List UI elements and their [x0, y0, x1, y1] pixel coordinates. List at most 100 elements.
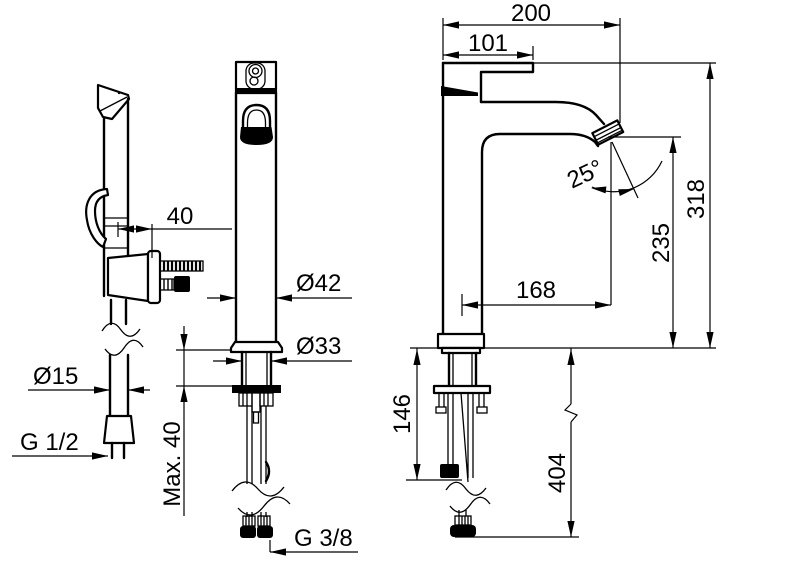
neck-front-inner [245, 352, 268, 385]
dim-diameter-15: Ø15 [28, 363, 150, 394]
arrowhead [271, 357, 287, 365]
front-view [229, 60, 291, 538]
hose-cone-connector [102, 414, 136, 445]
arrowhead [706, 332, 714, 348]
aerator-cup [240, 127, 273, 145]
dimension-label-g12: G 1/2 [20, 429, 79, 456]
hand-shower-view [85, 83, 204, 460]
aerator-side [591, 119, 625, 146]
dimension-label-318: 318 [683, 179, 710, 219]
hose-break-side [445, 481, 491, 513]
leader-g38: G 3/8 [269, 525, 358, 556]
bracket-stud-lower [159, 276, 190, 292]
hose-clip [264, 460, 271, 483]
arrowhead [118, 225, 134, 233]
neck-front [240, 350, 273, 387]
supply-hoses-front [246, 406, 267, 484]
washer-side [440, 346, 482, 355]
clamp-left [238, 392, 253, 407]
rod-holder [251, 392, 261, 413]
spout-underside [480, 132, 600, 336]
dim-404: 404 [455, 348, 579, 538]
threaded-rod-side [447, 392, 474, 483]
base-flange-front [229, 340, 284, 354]
mounting-nut [440, 464, 459, 478]
neck-side [447, 351, 478, 388]
wall-bracket-flange [146, 249, 162, 305]
dimension-label-max40: Max. 40 [159, 421, 186, 506]
threaded-rod-front [252, 411, 260, 424]
mounting-plate-front [232, 385, 281, 393]
arrowhead [226, 357, 242, 365]
dimensions: 200 101 318 235 168 [12, 0, 716, 556]
mounting-stud-left [435, 393, 447, 414]
dimension-label-200: 200 [511, 0, 551, 27]
arrowhead [669, 137, 677, 153]
dimension-label-40: 40 [167, 203, 194, 230]
arrowhead [517, 51, 533, 59]
leader-g12: G 1/2 [12, 429, 108, 460]
arrowhead [604, 21, 620, 29]
arrowhead [706, 63, 714, 79]
front-body [234, 91, 278, 344]
dim-146: 146 [389, 348, 462, 481]
spout-arch-inner [246, 109, 267, 133]
g38-connector-right [257, 515, 273, 538]
bracket-stud-upper [159, 260, 204, 272]
arrowhead [567, 349, 575, 365]
g38-connector-left [240, 515, 256, 538]
arrowhead [94, 386, 110, 394]
dim-40-bracket: 40 [117, 203, 232, 258]
dimension-label-101: 101 [468, 30, 508, 57]
dim-235: 235 [608, 136, 681, 348]
arrowhead [128, 386, 144, 394]
dim-168: 168 [461, 142, 612, 316]
dimension-label-d42: Ø42 [296, 270, 341, 297]
shower-head-face-line [99, 96, 128, 112]
shower-head [96, 83, 131, 121]
shower-head-dot [117, 91, 121, 95]
base-flange-side [436, 332, 486, 350]
dim-200: 200 [442, 0, 621, 123]
dim-101: 101 [443, 30, 534, 60]
spout-arch-outer [241, 103, 272, 141]
shower-hook [85, 187, 110, 249]
dimension-label-146: 146 [389, 394, 416, 434]
dim-318: 318 [533, 62, 716, 348]
hose-side-lower [458, 510, 467, 516]
arrowhead [567, 521, 575, 537]
lever-pivot-inner-circle [251, 67, 260, 75]
arrowhead [276, 294, 292, 302]
dim-diameter-33: Ø33 [213, 333, 352, 365]
hose-nipple [110, 441, 126, 460]
arrowhead [220, 294, 236, 302]
arrowhead [669, 332, 677, 348]
arrowhead [180, 386, 188, 402]
arrowhead [413, 349, 421, 365]
arrowhead [413, 464, 421, 480]
lever-gap-wedge [441, 86, 478, 96]
dimension-label-d15: Ø15 [33, 363, 78, 390]
arrowhead [180, 334, 188, 350]
arrowhead [443, 21, 459, 29]
arrowhead [462, 301, 478, 309]
shower-handle-joints [104, 217, 128, 249]
arrowhead [591, 186, 607, 194]
shower-hose-upper [109, 298, 128, 326]
spout-top [479, 100, 606, 126]
supply-connector-side [450, 515, 476, 537]
shower-hose-lower [108, 353, 130, 418]
break-symbol [563, 403, 578, 423]
dimension-label-g38: G 3/8 [294, 525, 353, 552]
dimension-label-d33: Ø33 [296, 333, 341, 360]
dimension-label-235: 235 [648, 223, 675, 263]
wall-bracket-cone [106, 252, 150, 303]
side-view [410, 61, 716, 537]
mounting-plate-side [432, 384, 492, 395]
dim-diameter-42: Ø42 [207, 270, 352, 302]
clamp-right [259, 392, 274, 407]
water-stream-line [611, 141, 639, 199]
hose-break-front [231, 481, 291, 516]
mounting-stud-right [476, 393, 488, 414]
